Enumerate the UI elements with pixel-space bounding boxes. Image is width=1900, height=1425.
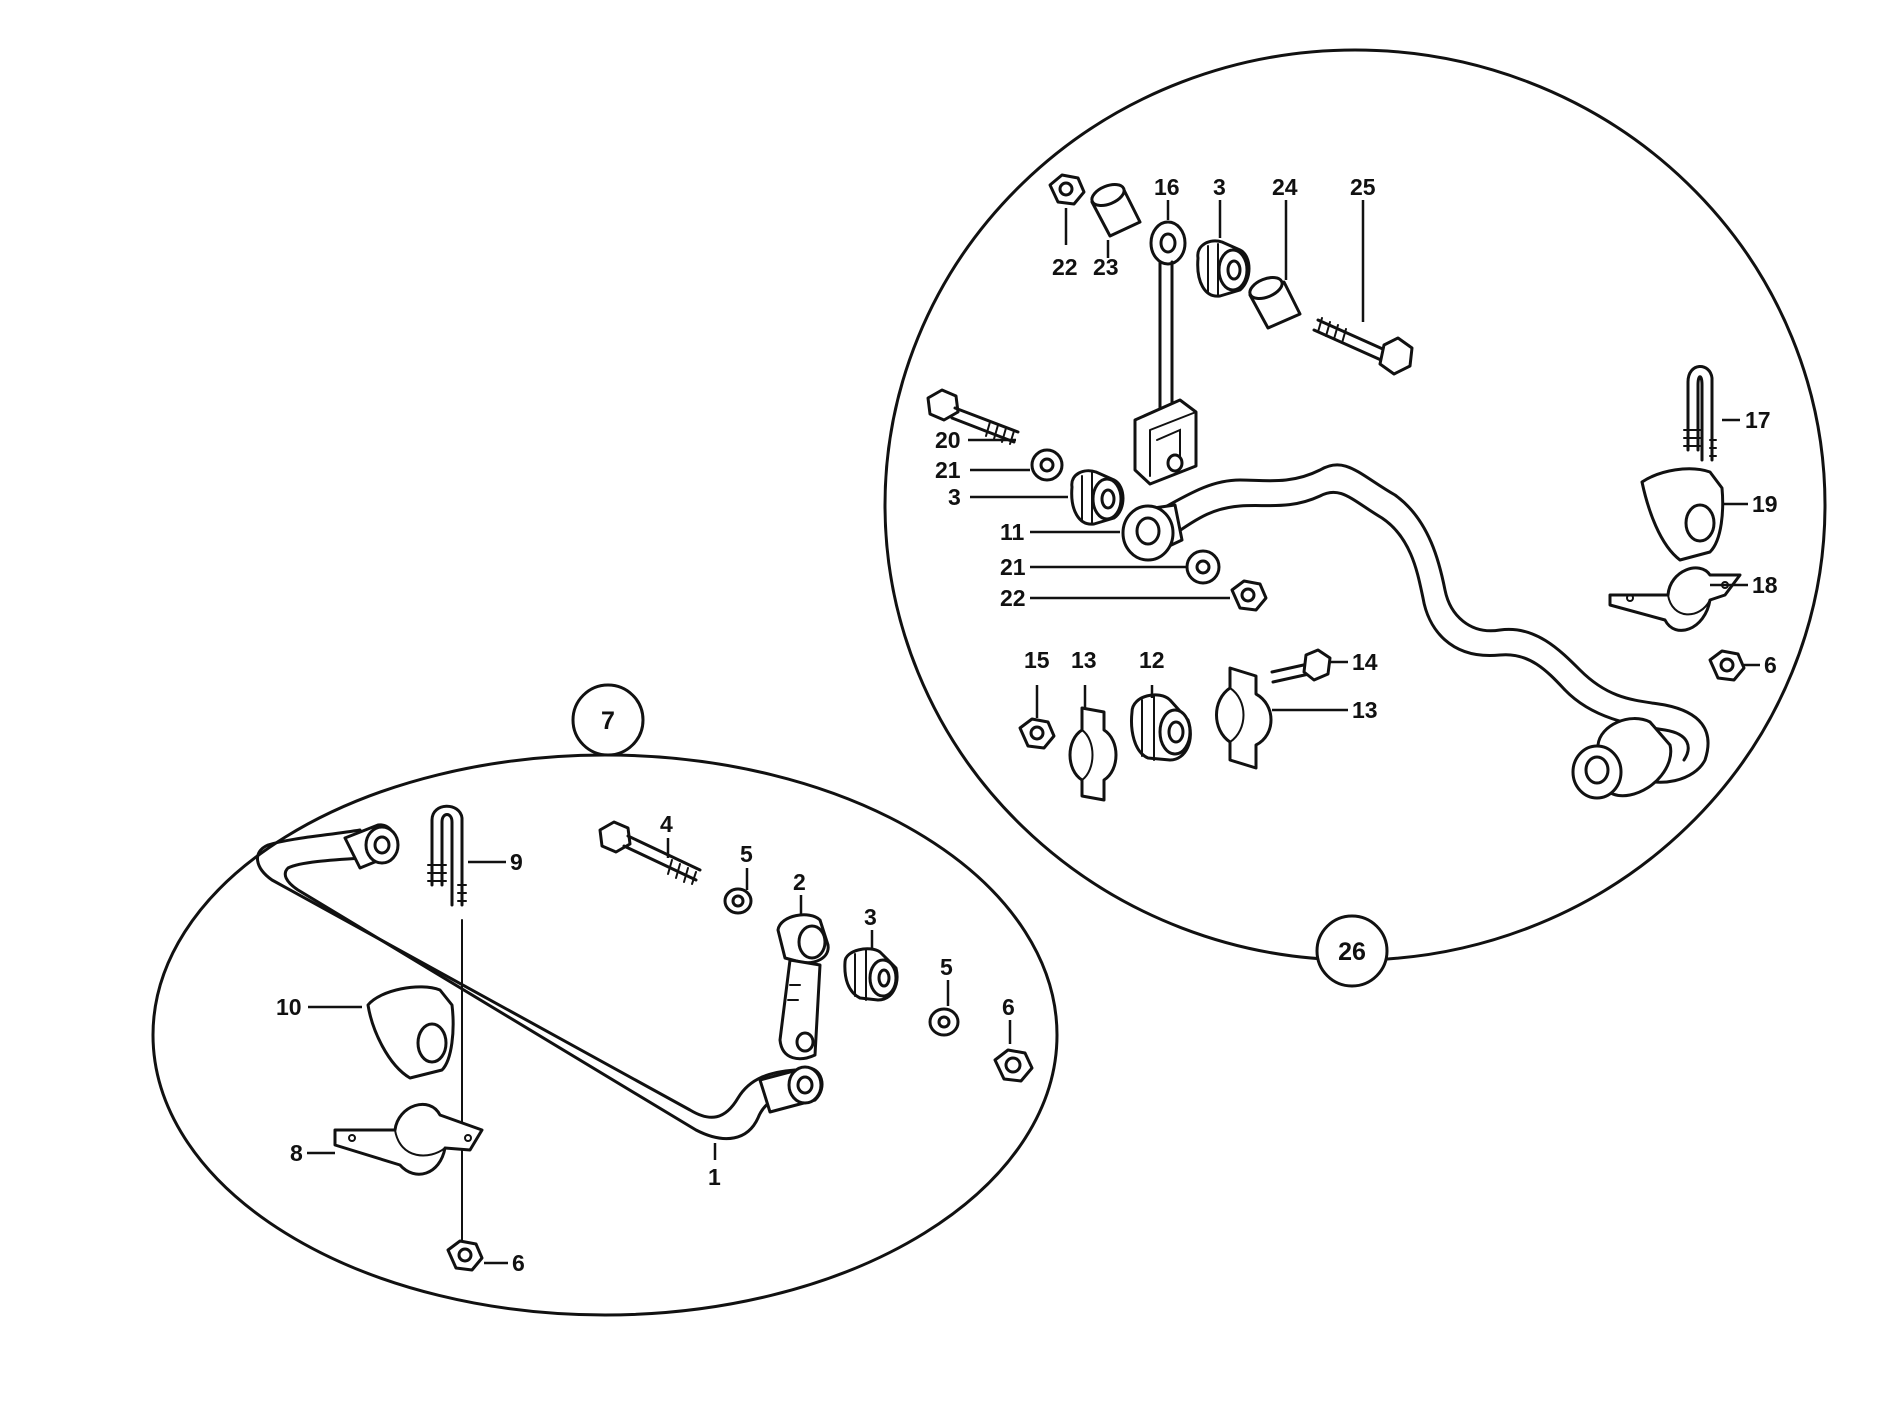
callout-4: 4 <box>660 811 673 837</box>
bar-end-eye-left-7 <box>343 823 400 870</box>
u-bolt-17 <box>1683 365 1717 462</box>
callout-2: 2 <box>793 869 806 895</box>
svg-text:26: 26 <box>1338 938 1366 966</box>
callouts-7: 9 10 8 6 4 5 2 3 5 6 1 <box>276 811 1015 1276</box>
callout-11: 11 <box>1000 519 1025 545</box>
bolt-14 <box>1270 648 1332 684</box>
nut-22-top <box>1048 173 1086 206</box>
callout-9: 9 <box>510 849 523 875</box>
callout-5-lower: 5 <box>940 954 953 980</box>
callout-12: 12 <box>1139 647 1165 673</box>
callout-5-top: 5 <box>740 841 753 867</box>
rubber-mount-19 <box>1640 467 1725 562</box>
nut-22-lower <box>1230 579 1268 612</box>
nut-6-bottom <box>446 1239 484 1272</box>
bushing-3-mid <box>1070 469 1125 526</box>
washer-5-lower <box>928 1007 960 1037</box>
view-badge-26: 26 <box>1315 914 1389 988</box>
callout-17: 17 <box>1745 407 1771 433</box>
bushing-12 <box>1130 693 1192 762</box>
callout-3-mid: 3 <box>948 484 961 510</box>
link-2 <box>776 913 830 1061</box>
callout-8: 8 <box>290 1140 303 1166</box>
callout-22-top: 22 <box>1052 254 1078 280</box>
callout-6-view7: 6 <box>1002 994 1015 1020</box>
callout-1: 1 <box>708 1164 721 1190</box>
bolt-4 <box>598 820 702 885</box>
callout-16: 16 <box>1154 174 1180 200</box>
svg-text:7: 7 <box>601 707 615 735</box>
callout-23: 23 <box>1093 254 1119 280</box>
callout-20: 20 <box>935 427 961 453</box>
callout-19: 19 <box>1752 491 1778 517</box>
stabilizer-bar-1 <box>256 828 802 1140</box>
bar-end-eye-11 <box>1121 503 1184 562</box>
clamp-8 <box>333 1102 484 1176</box>
bolt-25 <box>1312 317 1414 376</box>
callout-15: 15 <box>1024 647 1050 673</box>
nut-6-right <box>1708 649 1746 682</box>
washer-5-top <box>723 887 753 915</box>
callout-13-left: 13 <box>1071 647 1097 673</box>
callout-24: 24 <box>1272 174 1298 200</box>
u-bolt-9 <box>427 804 467 1241</box>
clamp-13-left <box>1068 706 1118 802</box>
callout-10: 10 <box>276 994 302 1020</box>
callout-18: 18 <box>1752 572 1778 598</box>
callout-25: 25 <box>1350 174 1376 200</box>
washer-21-top <box>1030 448 1064 482</box>
callout-6-right: 6 <box>1764 652 1777 678</box>
callout-22-lower: 22 <box>1000 585 1026 611</box>
sleeve-24 <box>1248 276 1302 330</box>
detail-view-7: 9 10 8 6 4 5 2 3 5 6 1 7 <box>151 683 1059 1317</box>
bar-end-eye-26 <box>1571 717 1673 800</box>
bolt-20 <box>926 388 1020 445</box>
clamp-18 <box>1608 566 1742 632</box>
bushing-3-view7 <box>843 947 899 1002</box>
bar-end-eye-right-7 <box>758 1065 824 1114</box>
detail-view-26: 22 23 16 3 24 25 20 21 3 11 21 22 15 13 … <box>883 48 1827 988</box>
bushing-3-top <box>1196 239 1251 298</box>
link-rod-16 <box>1133 220 1198 486</box>
callout-3-view7: 3 <box>864 904 877 930</box>
clamp-13-right <box>1215 666 1273 770</box>
callout-21-lower: 21 <box>1000 554 1026 580</box>
rubber-mount-10 <box>366 985 455 1080</box>
nut-6-view7 <box>993 1048 1034 1083</box>
view-badge-7: 7 <box>571 683 645 757</box>
callout-6-bottom: 6 <box>512 1250 525 1276</box>
callout-3-top: 3 <box>1213 174 1226 200</box>
callout-13-right: 13 <box>1352 697 1378 723</box>
leader-lines-26 <box>968 200 1760 718</box>
sleeve-23 <box>1090 183 1142 238</box>
callout-14: 14 <box>1352 649 1378 675</box>
leader-lines-7 <box>307 838 1012 1265</box>
callouts-26: 22 23 16 3 24 25 20 21 3 11 21 22 15 13 … <box>935 174 1778 723</box>
nut-15 <box>1018 717 1056 750</box>
callout-21-top: 21 <box>935 457 961 483</box>
washer-21-lower <box>1185 549 1221 585</box>
